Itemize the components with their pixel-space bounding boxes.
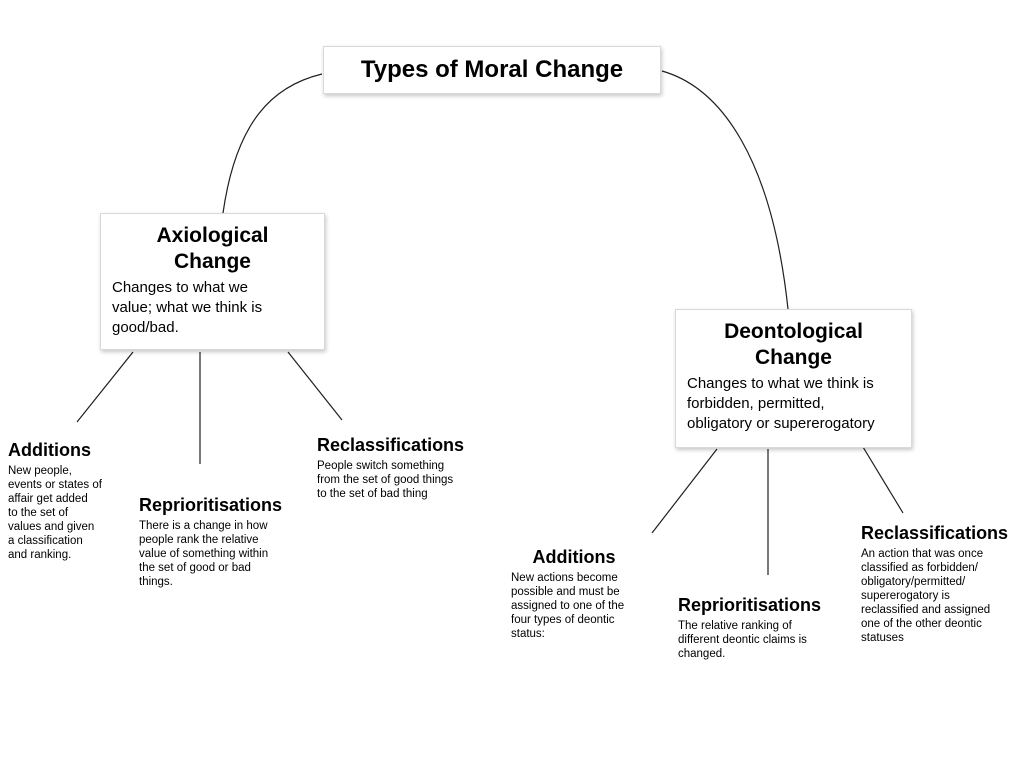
axiological-description: Changes to what we value; what we think … [112, 279, 263, 336]
leaf-title: Reclassifications [861, 523, 1009, 543]
deontological-description: Changes to what we think is forbidden, p… [687, 375, 875, 432]
leaf-body: An action that was once classified as fo… [861, 548, 991, 644]
edge-root-deontological [661, 70, 789, 310]
edge-deontological-reclassifications [862, 446, 904, 514]
deontological-title: Deontological Change [724, 320, 863, 369]
leaf-deontological-additions: Additions New actions become possible an… [511, 547, 637, 641]
edge-axiological-additions [76, 351, 134, 423]
edge-axiological-reclassifications [287, 351, 343, 421]
leaf-deontological-reclassifications: Reclassifications An action that was onc… [861, 523, 1008, 645]
leaf-body: People switch something from the set of … [317, 460, 454, 500]
axiological-title: Axiological Change [156, 224, 269, 273]
leaf-body: New actions become possible and must be … [511, 572, 625, 640]
node-deontological-change: Deontological Change Changes to what we … [675, 309, 912, 448]
leaf-body: New people, events or states of affair g… [8, 465, 102, 561]
leaf-axiological-additions: Additions New people, events or states o… [8, 440, 102, 562]
leaf-axiological-reprioritisations: Reprioritisations There is a change in h… [139, 495, 282, 589]
edge-root-axiological [222, 73, 323, 214]
node-root: Types of Moral Change [323, 46, 661, 94]
root-title: Types of Moral Change [360, 56, 624, 83]
leaf-axiological-reclassifications: Reclassifications People switch somethin… [317, 435, 464, 501]
leaf-title: Reclassifications [317, 435, 465, 455]
leaf-body: There is a change in how people rank the… [139, 520, 269, 588]
edge-deontological-additions [651, 448, 718, 534]
leaf-title: Additions [532, 547, 616, 567]
leaf-title: Additions [8, 440, 91, 460]
leaf-title: Reprioritisations [678, 595, 822, 615]
node-axiological-change: Axiological Change Changes to what we va… [100, 213, 325, 350]
leaf-title: Reprioritisations [139, 495, 283, 515]
leaf-body: The relative ranking of different deonti… [678, 620, 807, 660]
leaf-deontological-reprioritisations: Reprioritisations The relative ranking o… [678, 595, 821, 661]
